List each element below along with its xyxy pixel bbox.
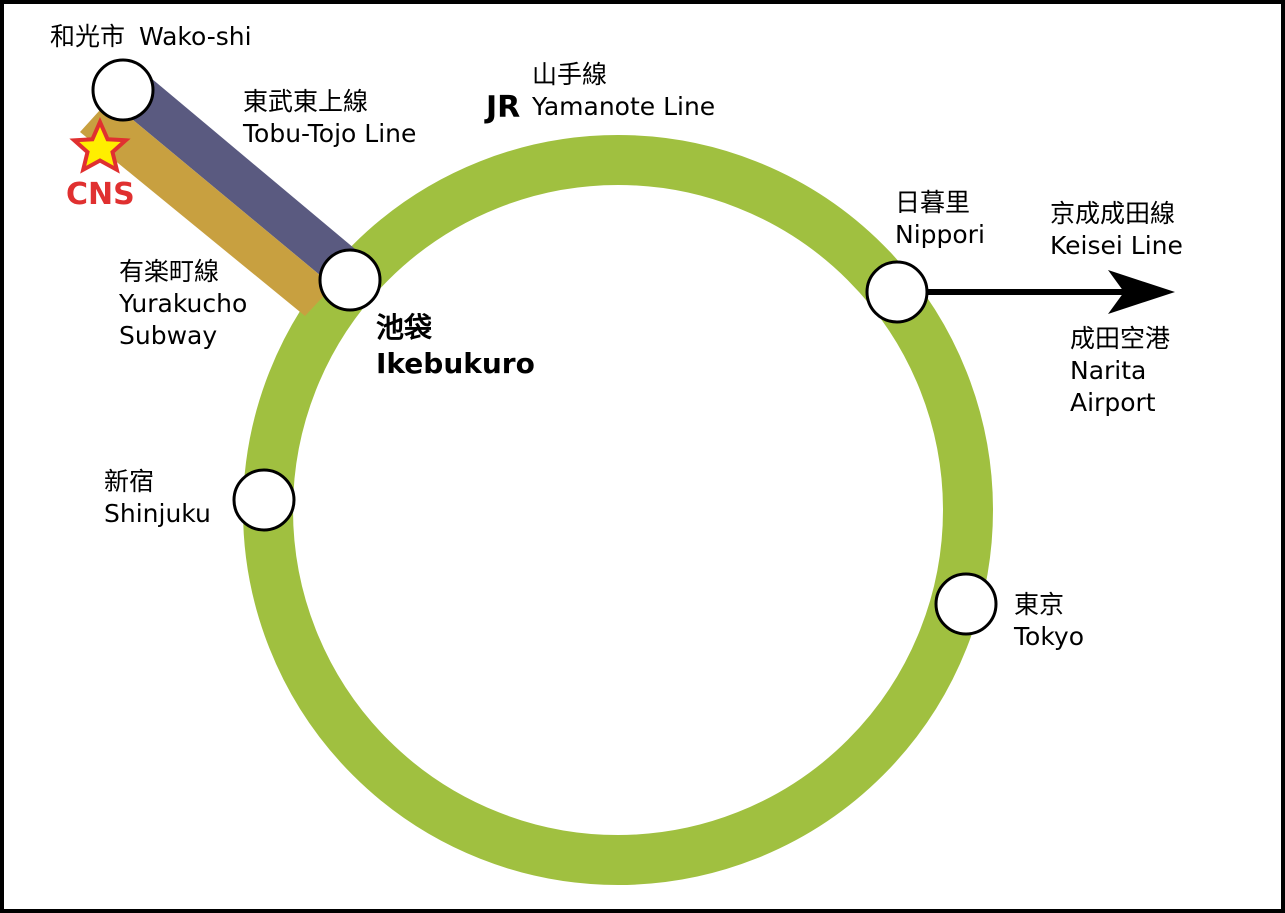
station-wako-shi[interactable]: [91, 58, 155, 122]
narita-airport-label: 成田空港 Narita Airport: [1070, 324, 1171, 417]
ikebukuro-label: 池袋 Ikebukuro: [376, 311, 535, 380]
tokyo-label: 東京 Tokyo: [1014, 590, 1084, 651]
station-nippori[interactable]: [865, 260, 929, 324]
cns-marker-label: CNS: [66, 177, 135, 212]
tobu-tojo-line-label: 東武東上線 Tobu-Tojo Line: [243, 87, 417, 148]
keisei-arrowhead-icon: [1108, 270, 1175, 314]
shinjuku-label: 新宿 Shinjuku: [104, 467, 211, 528]
station-tokyo[interactable]: [934, 572, 998, 636]
star-icon: [69, 117, 131, 174]
station-ikebukuro[interactable]: [318, 248, 382, 312]
yurakucho-line-track: [80, 100, 333, 316]
nippori-label: 日暮里 Nippori: [895, 188, 985, 249]
yurakucho-line-label: 有楽町線 Yurakucho Subway: [119, 257, 248, 350]
wako-shi-label: 和光市 Wako-shi: [50, 22, 252, 51]
yamanote-line-label: 山手線 Yamanote Line: [532, 60, 716, 121]
keisei-line-label: 京成成田線 Keisei Line: [1050, 199, 1183, 260]
station-shinjuku[interactable]: [232, 468, 296, 532]
jr-operator-label: JR: [486, 90, 521, 125]
tobu-tojo-line-track: [109, 68, 361, 286]
